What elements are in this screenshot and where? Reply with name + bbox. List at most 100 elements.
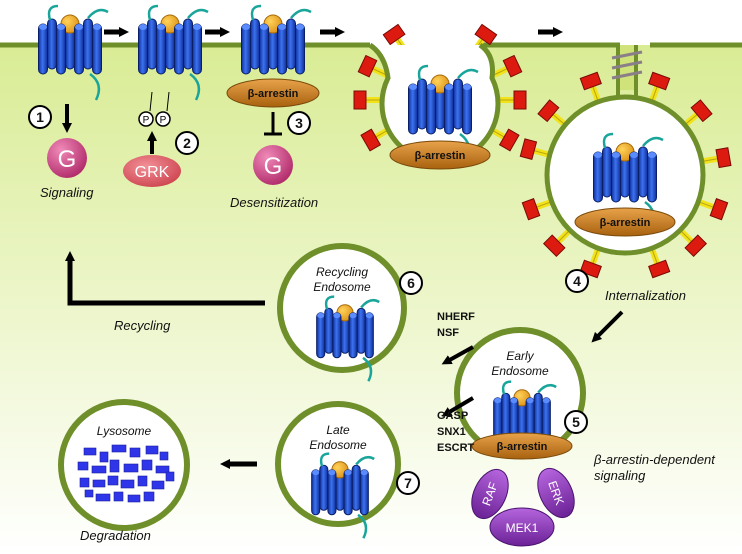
receptor-fragment (109, 459, 120, 473)
receptor-coated-pit (408, 64, 479, 161)
n-terminus (250, 4, 262, 21)
helix (408, 83, 418, 135)
beta-arrestin-label: β-arrestin (497, 441, 548, 453)
receptor-fragment (145, 445, 159, 455)
phosphate-label: P (160, 115, 167, 126)
helix-cap (360, 469, 368, 476)
helix-cap (39, 24, 47, 30)
clathrin-block (648, 259, 671, 279)
phospho-link (166, 91, 170, 112)
clathrin-block (519, 138, 538, 160)
g-protein-signaling: G (47, 138, 87, 178)
n-terminus (147, 4, 159, 21)
helix (364, 312, 374, 359)
step-3-number: 3 (295, 115, 303, 131)
helix-cap (594, 152, 602, 158)
nsf-label: NSF (437, 327, 459, 339)
receptor-fragment (120, 479, 135, 489)
step-7: 7 (396, 471, 420, 495)
clathrin-adaptor (498, 128, 520, 152)
grk: GRK (123, 155, 181, 187)
helix (47, 18, 57, 70)
receptor-fragment (143, 491, 155, 502)
helix-cap (445, 84, 453, 90)
n-terminus (417, 64, 429, 81)
step-4-number: 4 (573, 273, 581, 289)
clathrin-block (709, 198, 729, 221)
helix-cap (427, 84, 435, 90)
clathrin-adaptor (648, 259, 671, 279)
clathrin-adaptor (353, 90, 367, 110)
helix-cap (157, 24, 165, 30)
recycling-label: Recycling (114, 318, 171, 333)
helix (343, 469, 353, 516)
helix (74, 23, 84, 75)
clathrin-adaptor (513, 90, 527, 110)
dynamin-ring (611, 60, 643, 70)
internalization-label: Internalization (605, 288, 686, 303)
helix (241, 23, 251, 75)
n-terminus (324, 295, 335, 310)
helix-cap (344, 469, 352, 476)
helix-cap (296, 24, 304, 30)
helix (647, 151, 657, 203)
c-terminus (362, 356, 373, 382)
receptor-fragment (141, 459, 153, 471)
escrt-label: ESCRT (437, 442, 475, 454)
step-5-number: 5 (572, 414, 580, 430)
erk (537, 467, 575, 519)
gasp-label: GASP (437, 410, 468, 422)
helix (277, 23, 287, 75)
receptor-fragment (151, 480, 165, 490)
clathrin-block (382, 23, 406, 46)
helix (611, 151, 621, 203)
beta-arrestin-vesicle: β-arrestin (574, 207, 676, 237)
clathrin-adaptor (684, 234, 708, 258)
helix-cap (57, 24, 65, 30)
extracellular-loop (457, 68, 479, 79)
clathrin-adaptor (519, 138, 538, 160)
extracellular-loop (360, 298, 380, 309)
helix (311, 469, 321, 516)
helix (38, 23, 48, 75)
helix (417, 78, 427, 130)
n-terminus (47, 4, 59, 21)
helix-cap (542, 397, 550, 404)
early-endosome-label-1: Early (506, 349, 534, 363)
recycling-endosome-label-2: Endosome (313, 280, 371, 294)
beta-arrestin-early-endosome: β-arrestin (471, 432, 573, 460)
helix (147, 18, 157, 70)
step-6: 6 (399, 271, 423, 295)
receptor-fragment (95, 493, 111, 502)
helix (259, 23, 269, 75)
clathrin-adaptor (382, 23, 406, 46)
n-terminus (319, 452, 330, 467)
clathrin-block (357, 54, 378, 78)
beta-arrestin-label: β-arrestin (600, 217, 651, 229)
phosphate-label: P (143, 115, 150, 126)
clathrin-adaptor (521, 198, 541, 221)
c-terminus (189, 72, 201, 101)
beta-arrestin-label: β-arrestin (248, 88, 299, 100)
helix (444, 83, 454, 135)
step-4: 4 (565, 269, 589, 293)
clathrin-block (360, 128, 382, 152)
helix (602, 146, 612, 198)
degradation-label: Degradation (80, 528, 151, 543)
clathrin-adaptor (648, 71, 671, 91)
receptor-stage-1 (38, 4, 109, 101)
receptor-stage-2 (138, 4, 209, 101)
step-1-number: 1 (36, 109, 44, 125)
helix-cap (260, 24, 268, 30)
clathrin-block (498, 128, 520, 152)
clathrin-adaptor (537, 99, 560, 123)
receptor-fragment (165, 471, 175, 482)
helix (462, 83, 472, 135)
helix-cap (278, 24, 286, 30)
helix (351, 464, 361, 511)
receptor-fragment (127, 494, 141, 503)
helix (348, 312, 358, 359)
helix (83, 18, 93, 70)
clathrin-block (502, 54, 523, 78)
